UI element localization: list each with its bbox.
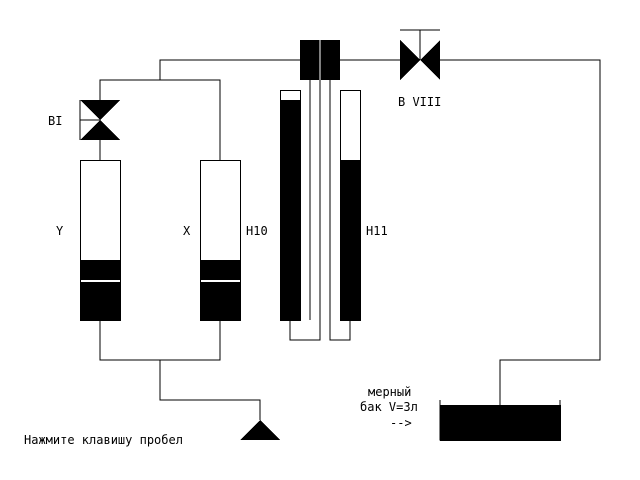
column-x-label: X: [183, 224, 191, 238]
column-x: [200, 160, 241, 321]
tank-label-line2: бак V=3л: [360, 400, 418, 414]
triangle-drain-icon: [240, 420, 280, 440]
column-y: [80, 160, 121, 321]
bowtie-valve-icon: [80, 100, 120, 140]
gauge-h11: [329, 90, 361, 341]
bowtie-valve-icon: [400, 40, 440, 80]
gauge-h10: [280, 80, 321, 341]
pipe-network: [99, 59, 601, 420]
valve-bi[interactable]: [79, 100, 120, 140]
valve-bi-label: BI: [48, 114, 62, 128]
gauge-h10-label: H10: [246, 224, 268, 238]
press-space-prompt: Нажмите клавишу пробел: [24, 433, 183, 447]
manifold-block: [300, 40, 340, 80]
tank-label-line1: мерный: [368, 385, 411, 399]
column-y-label: Y: [56, 224, 64, 238]
measuring-tank: [439, 400, 561, 441]
tank-arrow: -->: [390, 416, 412, 430]
valve-bviii-label: B VIII: [398, 95, 441, 109]
gauge-h11-label: H11: [366, 224, 388, 238]
valve-bviii[interactable]: [400, 29, 440, 80]
